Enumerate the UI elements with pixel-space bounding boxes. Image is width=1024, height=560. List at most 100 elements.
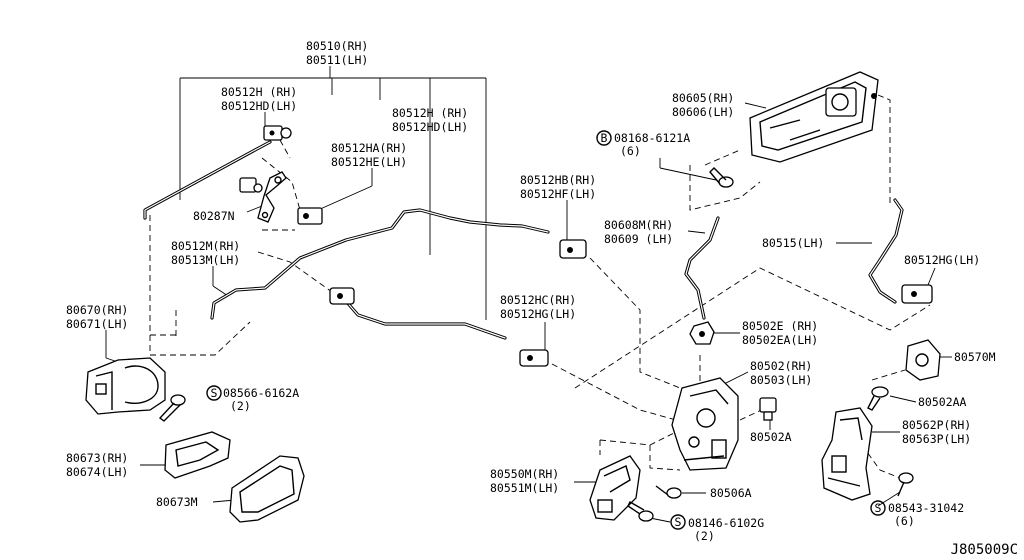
svg-text:80570M: 80570M	[954, 350, 996, 364]
svg-text:80512HG(LH): 80512HG(LH)	[904, 253, 980, 267]
screw-80502AA	[867, 386, 889, 411]
svg-text:08146-6102G: 08146-6102G	[688, 516, 764, 530]
callout-08543: 08543-31042 (6)	[888, 501, 964, 528]
bellcrank-80287N	[257, 171, 287, 223]
svg-text:B: B	[601, 131, 608, 145]
callout-80506A: 80506A	[710, 486, 752, 500]
bolt-symbol-b-08168: B	[596, 130, 612, 146]
svg-text:80502(RH): 80502(RH)	[750, 359, 812, 373]
screw-08168	[709, 167, 734, 188]
svg-text:80502EA(LH): 80502EA(LH)	[742, 333, 818, 347]
bushing-80502E	[689, 321, 715, 345]
callout-80570M: 80570M	[954, 350, 996, 364]
svg-text:(6): (6)	[620, 144, 641, 158]
svg-text:80512HC(RH): 80512HC(RH)	[500, 293, 576, 307]
bolt-symbol-s-08146: S	[670, 514, 686, 530]
callout-80287N: 80287N	[193, 209, 235, 223]
screw-08566	[158, 394, 186, 422]
svg-text:80510(RH): 80510(RH)	[306, 39, 368, 53]
callout-80502A: 80502A	[750, 430, 792, 444]
svg-text:S: S	[211, 386, 218, 400]
clip-80512-lower	[329, 287, 355, 305]
svg-text:80512HG(LH): 80512HG(LH)	[500, 307, 576, 321]
svg-text:80512HD(LH): 80512HD(LH)	[221, 99, 297, 113]
clip-80512HG	[901, 284, 933, 304]
svg-text:80605(RH): 80605(RH)	[672, 91, 734, 105]
clip-80512HA	[297, 207, 323, 225]
svg-text:80673M: 80673M	[156, 495, 198, 509]
svg-text:80512HB(RH): 80512HB(RH)	[520, 173, 596, 187]
svg-text:80674(LH): 80674(LH)	[66, 465, 128, 479]
svg-text:80287N: 80287N	[193, 209, 235, 223]
svg-text:80512M(RH): 80512M(RH)	[171, 239, 240, 253]
callout-80562P: 80562P(RH) 80563P(LH)	[902, 418, 971, 446]
callout-80502E: 80502E (RH) 80502EA(LH)	[742, 319, 818, 347]
callout-80512M: 80512M(RH) 80513M(LH)	[171, 239, 240, 267]
callout-08566: 08566-6162A (2)	[223, 386, 299, 413]
protector-80570M	[905, 339, 941, 381]
svg-text:80502A: 80502A	[750, 430, 792, 444]
svg-text:80512HE(LH): 80512HE(LH)	[331, 155, 407, 169]
callout-80515: 80515(LH)	[762, 236, 824, 250]
bolt-symbol-s-08566: S	[206, 385, 222, 401]
rod-80512HC	[343, 298, 507, 340]
bracket-80562P	[821, 407, 873, 501]
svg-text:80550M(RH): 80550M(RH)	[490, 467, 559, 481]
clip-80512HC	[519, 349, 549, 367]
clip-80512H-top	[263, 125, 292, 141]
svg-text:80563P(LH): 80563P(LH)	[902, 432, 971, 446]
svg-text:80551M(LH): 80551M(LH)	[490, 481, 559, 495]
screw-08543	[897, 472, 914, 497]
finisher-80673M	[229, 455, 305, 523]
svg-text:80512HA(RH): 80512HA(RH)	[331, 141, 407, 155]
rod-80512M	[210, 208, 550, 320]
callout-08168: 08168-6121A (6)	[614, 131, 690, 158]
callout-80673: 80673(RH) 80674(LH)	[66, 451, 128, 479]
escutcheon-80673	[164, 431, 231, 479]
callout-80550M: 80550M(RH) 80551M(LH)	[490, 467, 559, 495]
screw-08146	[627, 501, 654, 522]
callout-80670: 80670(RH) 80671(LH)	[66, 303, 128, 331]
svg-text:80511(LH): 80511(LH)	[306, 53, 368, 67]
svg-text:(2): (2)	[694, 529, 715, 543]
svg-text:08168-6121A: 08168-6121A	[614, 131, 690, 145]
svg-text:S: S	[875, 501, 882, 515]
callout-80512HG: 80512HG(LH)	[904, 253, 980, 267]
svg-text:80512H (RH): 80512H (RH)	[392, 106, 468, 120]
svg-text:(6): (6)	[894, 514, 915, 528]
svg-text:08543-31042: 08543-31042	[888, 501, 964, 515]
outside-handle-80605	[749, 71, 879, 163]
callout-08146: 08146-6102G (2)	[688, 516, 764, 543]
inside-handle-80670	[85, 357, 166, 415]
callout-80502: 80502(RH) 80503(LH)	[750, 359, 812, 387]
svg-text:80562P(RH): 80562P(RH)	[902, 418, 971, 432]
svg-text:08566-6162A: 08566-6162A	[223, 386, 299, 400]
callout-80608M: 80608M(RH) 80609 (LH)	[604, 218, 673, 246]
remote-control-80550M	[589, 455, 641, 521]
callout-80512H-mid: 80512H (RH) 80512HD(LH)	[392, 106, 468, 134]
callout-80502AA: 80502AA	[918, 395, 967, 409]
bolt-symbol-s-08543: S	[870, 500, 886, 516]
leader-lines	[105, 66, 952, 523]
rod-80515	[868, 198, 904, 304]
callout-80605: 80605(RH) 80606(LH)	[672, 91, 734, 119]
door-lock-80502	[671, 377, 739, 471]
bolt-80502A	[759, 397, 777, 421]
rod-80510	[143, 140, 272, 220]
svg-text:80513M(LH): 80513M(LH)	[171, 253, 240, 267]
svg-text:80506A: 80506A	[710, 486, 752, 500]
svg-text:80670(RH): 80670(RH)	[66, 303, 128, 317]
clip-80512HB	[559, 239, 587, 259]
callout-80512HC: 80512HC(RH) 80512HG(LH)	[500, 293, 576, 321]
callout-80512HA: 80512HA(RH) 80512HE(LH)	[331, 141, 407, 169]
svg-text:80512HF(LH): 80512HF(LH)	[520, 187, 596, 201]
callout-80512HB: 80512HB(RH) 80512HF(LH)	[520, 173, 596, 201]
callout-80512H-top: 80512H (RH) 80512HD(LH)	[221, 85, 297, 113]
clip-80512H-mid	[239, 177, 263, 193]
svg-text:80606(LH): 80606(LH)	[672, 105, 734, 119]
diagram-code: J805009C	[950, 542, 1018, 558]
svg-text:80673(RH): 80673(RH)	[66, 451, 128, 465]
callout-80673M: 80673M	[156, 495, 198, 509]
